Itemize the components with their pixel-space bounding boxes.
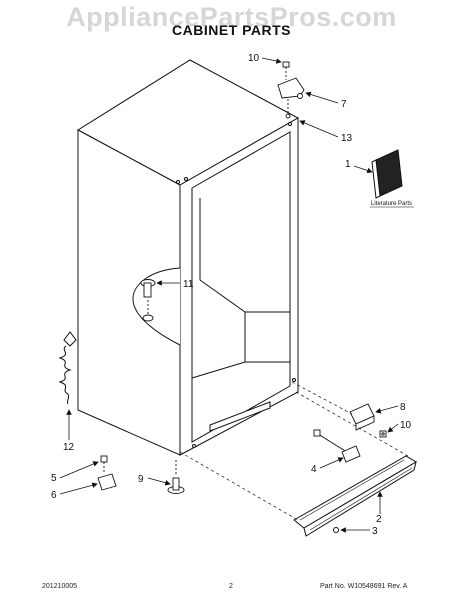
cabinet-body	[77, 59, 300, 456]
footer-doc-number: 201210005	[42, 583, 78, 590]
callout-6: 6	[51, 490, 57, 501]
assembly-guides	[179, 381, 409, 521]
top-hinge-part	[277, 61, 305, 119]
callout-3: 3	[372, 526, 378, 537]
callout-1: 1	[345, 159, 351, 170]
literature-booklet	[371, 149, 403, 199]
page-title: CABINET PARTS	[171, 22, 292, 38]
callout-8: 8	[400, 402, 406, 413]
callout-5: 5	[51, 473, 57, 484]
toe-grille-part	[293, 455, 417, 537]
watermark: AppliancePartsPros.com	[66, 2, 397, 32]
callout-7: 7	[341, 99, 347, 110]
drain-plug-part	[140, 279, 156, 322]
literature-label: Literature Parts	[371, 201, 412, 207]
front-bracket-part	[97, 455, 117, 491]
callout-4: 4	[311, 464, 317, 475]
leveling-leg-part	[167, 460, 185, 494]
footer-part-number: Part No. W10548691 Rev. A	[320, 583, 408, 590]
callout-12: 12	[63, 442, 75, 453]
callout-13: 13	[341, 133, 353, 144]
callout-10-bottom: 10	[400, 420, 412, 431]
bottom-hinge-part	[349, 403, 387, 438]
callout-2: 2	[376, 514, 382, 525]
power-cord-part	[58, 331, 77, 405]
footer-page-number: 2	[229, 583, 233, 590]
callout-11: 11	[183, 279, 194, 290]
electrical-harness-part	[313, 429, 361, 463]
callout-9: 9	[138, 474, 144, 485]
callout-10-top: 10	[248, 53, 260, 64]
